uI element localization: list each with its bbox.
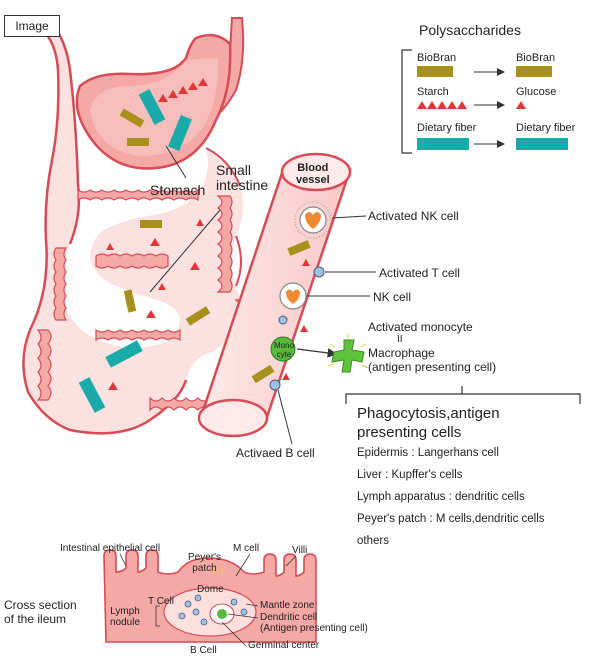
biobran-block [140, 220, 162, 228]
intestine-wall [51, 23, 81, 245]
small-intestine-label: Small intestine [216, 162, 269, 193]
fiber-block [105, 340, 143, 368]
villi-label: Villi [292, 545, 308, 556]
biobran-block [251, 364, 275, 384]
legend-fiber-left [417, 138, 469, 150]
dendritic-cell [217, 609, 227, 619]
biobran-block [127, 138, 149, 146]
legend-fiber-right [516, 138, 568, 150]
fiber-block [78, 377, 106, 413]
activated-b-cell [269, 379, 281, 391]
mantle-zone-label: Mantle zone [260, 600, 315, 611]
monocyte-label: Mono cyte [274, 341, 295, 359]
activated-nk-label: Activated NK cell [368, 209, 459, 223]
fiber-block [138, 89, 166, 125]
t-cell-label: T Cell [148, 596, 174, 607]
blood-vessel-label: Blood vessel [296, 162, 330, 186]
biobran-block [119, 108, 145, 128]
legend-label: Dietary fiber [417, 122, 477, 134]
equals-sign: II [397, 334, 403, 345]
activated-monocyte-label: Activated monocyte [368, 320, 473, 334]
stomach-label: Stomach [150, 182, 206, 198]
legend-biobran-right [516, 66, 552, 77]
image-badge: Image [4, 15, 60, 37]
dendritic-cell-label: Dendritic cell [260, 612, 318, 623]
dome-label: Dome [197, 584, 224, 595]
intestine-body [23, 24, 244, 434]
legend-label: BioBran [417, 52, 457, 64]
nk-label: NK cell [373, 290, 412, 304]
legend-biobran-left [417, 66, 453, 77]
intestine-wall [22, 27, 188, 435]
activated-t-cell [313, 266, 325, 278]
phagocytosis-item: Lymph apparatus : dendritic cells [357, 491, 525, 503]
m-cell-label: M cell [233, 543, 260, 554]
legend-glucose [516, 101, 526, 109]
legend-label: BioBran [516, 52, 556, 64]
phagocytosis-item: others [357, 535, 389, 547]
phagocytosis-item: Epidermis : Langerhans cell [357, 447, 499, 459]
activated-nk-cell [294, 201, 332, 239]
b-cell-label: B Cell [190, 645, 217, 656]
lymph-nodule-label: Lymph nodule [110, 606, 141, 628]
biobran-block [123, 289, 137, 313]
germinal-center-label: Germinal center [248, 640, 320, 651]
apc-label: (antigen presenting cell) [368, 360, 497, 374]
phagocytosis-title: Phagocytosis,antigen presenting cells [357, 405, 500, 441]
biobran-block [185, 306, 211, 326]
legend-title: Polysaccharides [419, 22, 521, 38]
peyers-patch-label: Peyer's patch [188, 552, 222, 574]
macrophage-label: Macrophage [368, 346, 435, 360]
legend-label: Starch [417, 86, 449, 98]
activated-b-label: Activaed B cell [236, 446, 315, 460]
epithelial-label: Intestinal epithelial cell [60, 543, 161, 554]
legend-starch [417, 101, 467, 109]
legend-label: Glucose [516, 86, 557, 98]
monocyte [270, 336, 296, 362]
starch-chain [158, 78, 208, 102]
macrophage [327, 334, 369, 373]
biobran-block [287, 240, 311, 256]
activated-t-label: Activated T cell [379, 266, 460, 280]
bracket [345, 386, 581, 404]
phagocytosis-item: Liver : Kupffer's cells [357, 469, 463, 481]
phagocytosis-item: Peyer's patch : M cells,dendritic cells [357, 513, 545, 525]
nk-cell [279, 282, 307, 310]
fiber-block [168, 114, 192, 152]
ileum-section [103, 549, 317, 647]
legend-bracket [401, 49, 412, 154]
legend-label: Dietary fiber [516, 122, 576, 134]
ileum-title: Cross section of the ileum [4, 598, 77, 626]
dendritic-apc-label: (Antigen presenting cell) [260, 623, 368, 634]
glucose-dots [106, 219, 204, 390]
